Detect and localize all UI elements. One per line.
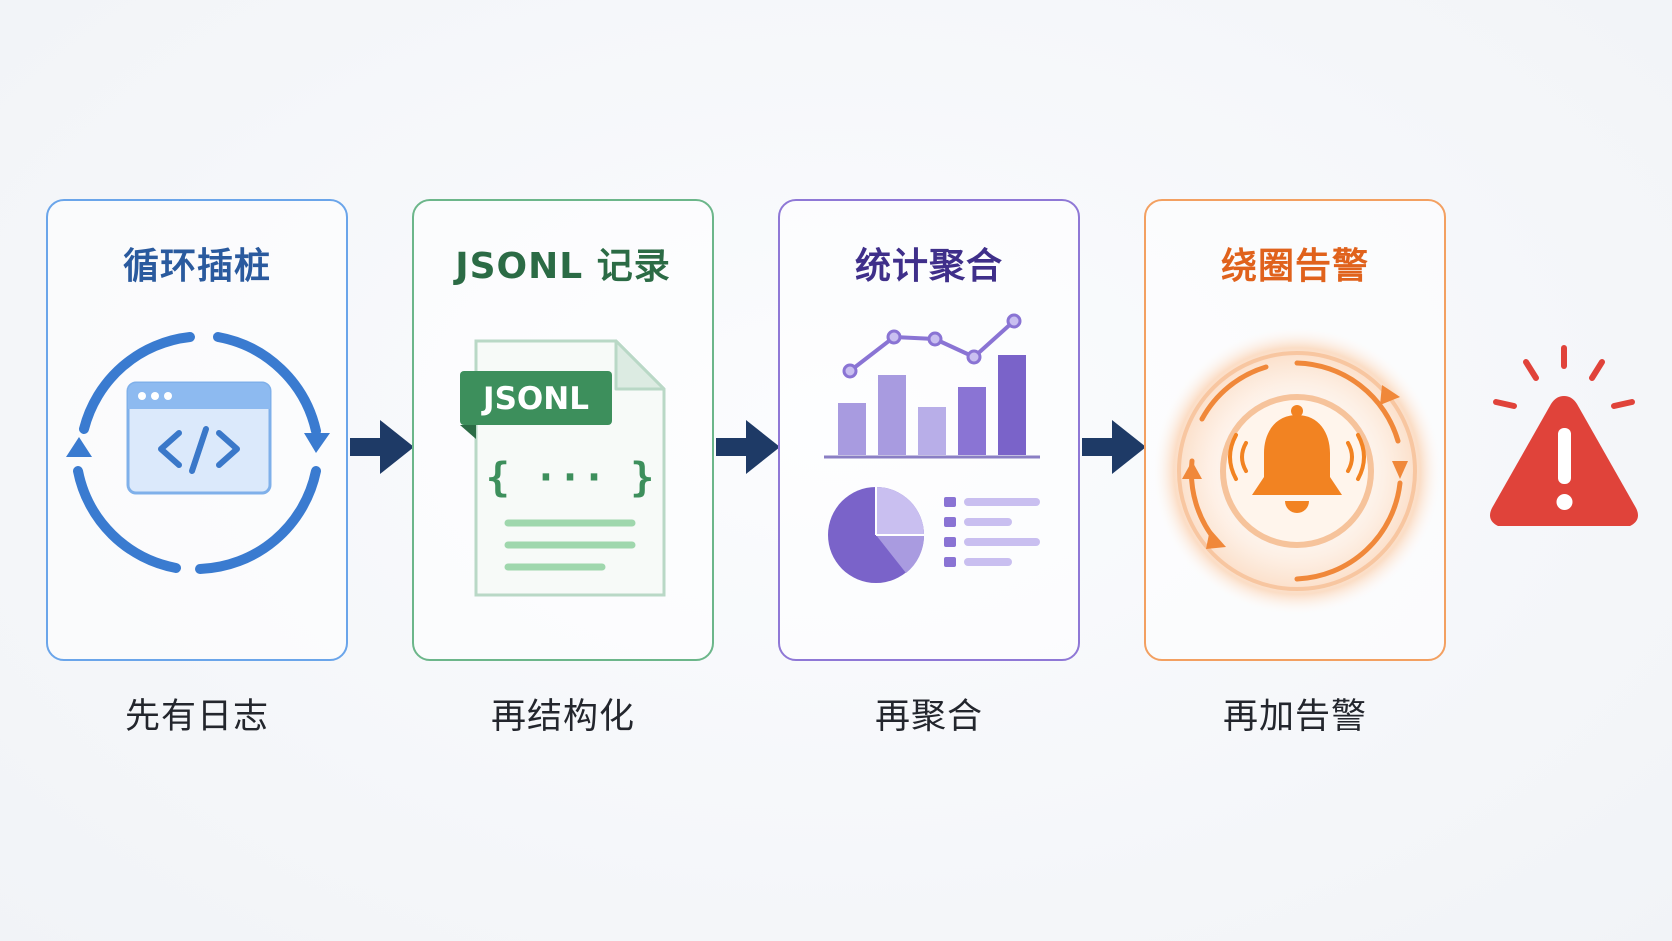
- right-arrow-icon: [716, 418, 782, 476]
- jsonl-badge-text: JSONL: [481, 381, 589, 417]
- step-title: 统计聚合: [854, 246, 1003, 287]
- right-arrow-icon: [1082, 418, 1148, 476]
- code-loop-icon: [48, 311, 346, 631]
- step-card-loop-alert: 绕圈告警: [1144, 199, 1446, 661]
- step-title: 绕圈告警: [1220, 246, 1369, 287]
- warning-triangle-icon: [1480, 344, 1650, 534]
- right-arrow-icon: [350, 418, 416, 476]
- step-card-loop-instrumentation: 循环插桩: [46, 199, 348, 661]
- step-caption: 再加告警: [1222, 697, 1367, 737]
- chart-stats-icon: [780, 311, 1078, 631]
- braces-text: { ··· }: [486, 455, 655, 501]
- step-card-statistics-aggregation: 统计聚合: [778, 199, 1080, 661]
- step-caption: 再聚合: [874, 697, 983, 737]
- step-title: JSONL 记录: [455, 246, 671, 287]
- step-caption: 先有日志: [124, 697, 269, 737]
- step-caption: 再结构化: [490, 697, 635, 737]
- bell-cycle-icon: [1146, 311, 1444, 631]
- step-title: 循环插桩: [122, 246, 271, 287]
- step-card-jsonl-record: JSONL 记录 JSONL { ··· }: [412, 199, 714, 661]
- jsonl-document-icon: JSONL { ··· }: [414, 311, 712, 631]
